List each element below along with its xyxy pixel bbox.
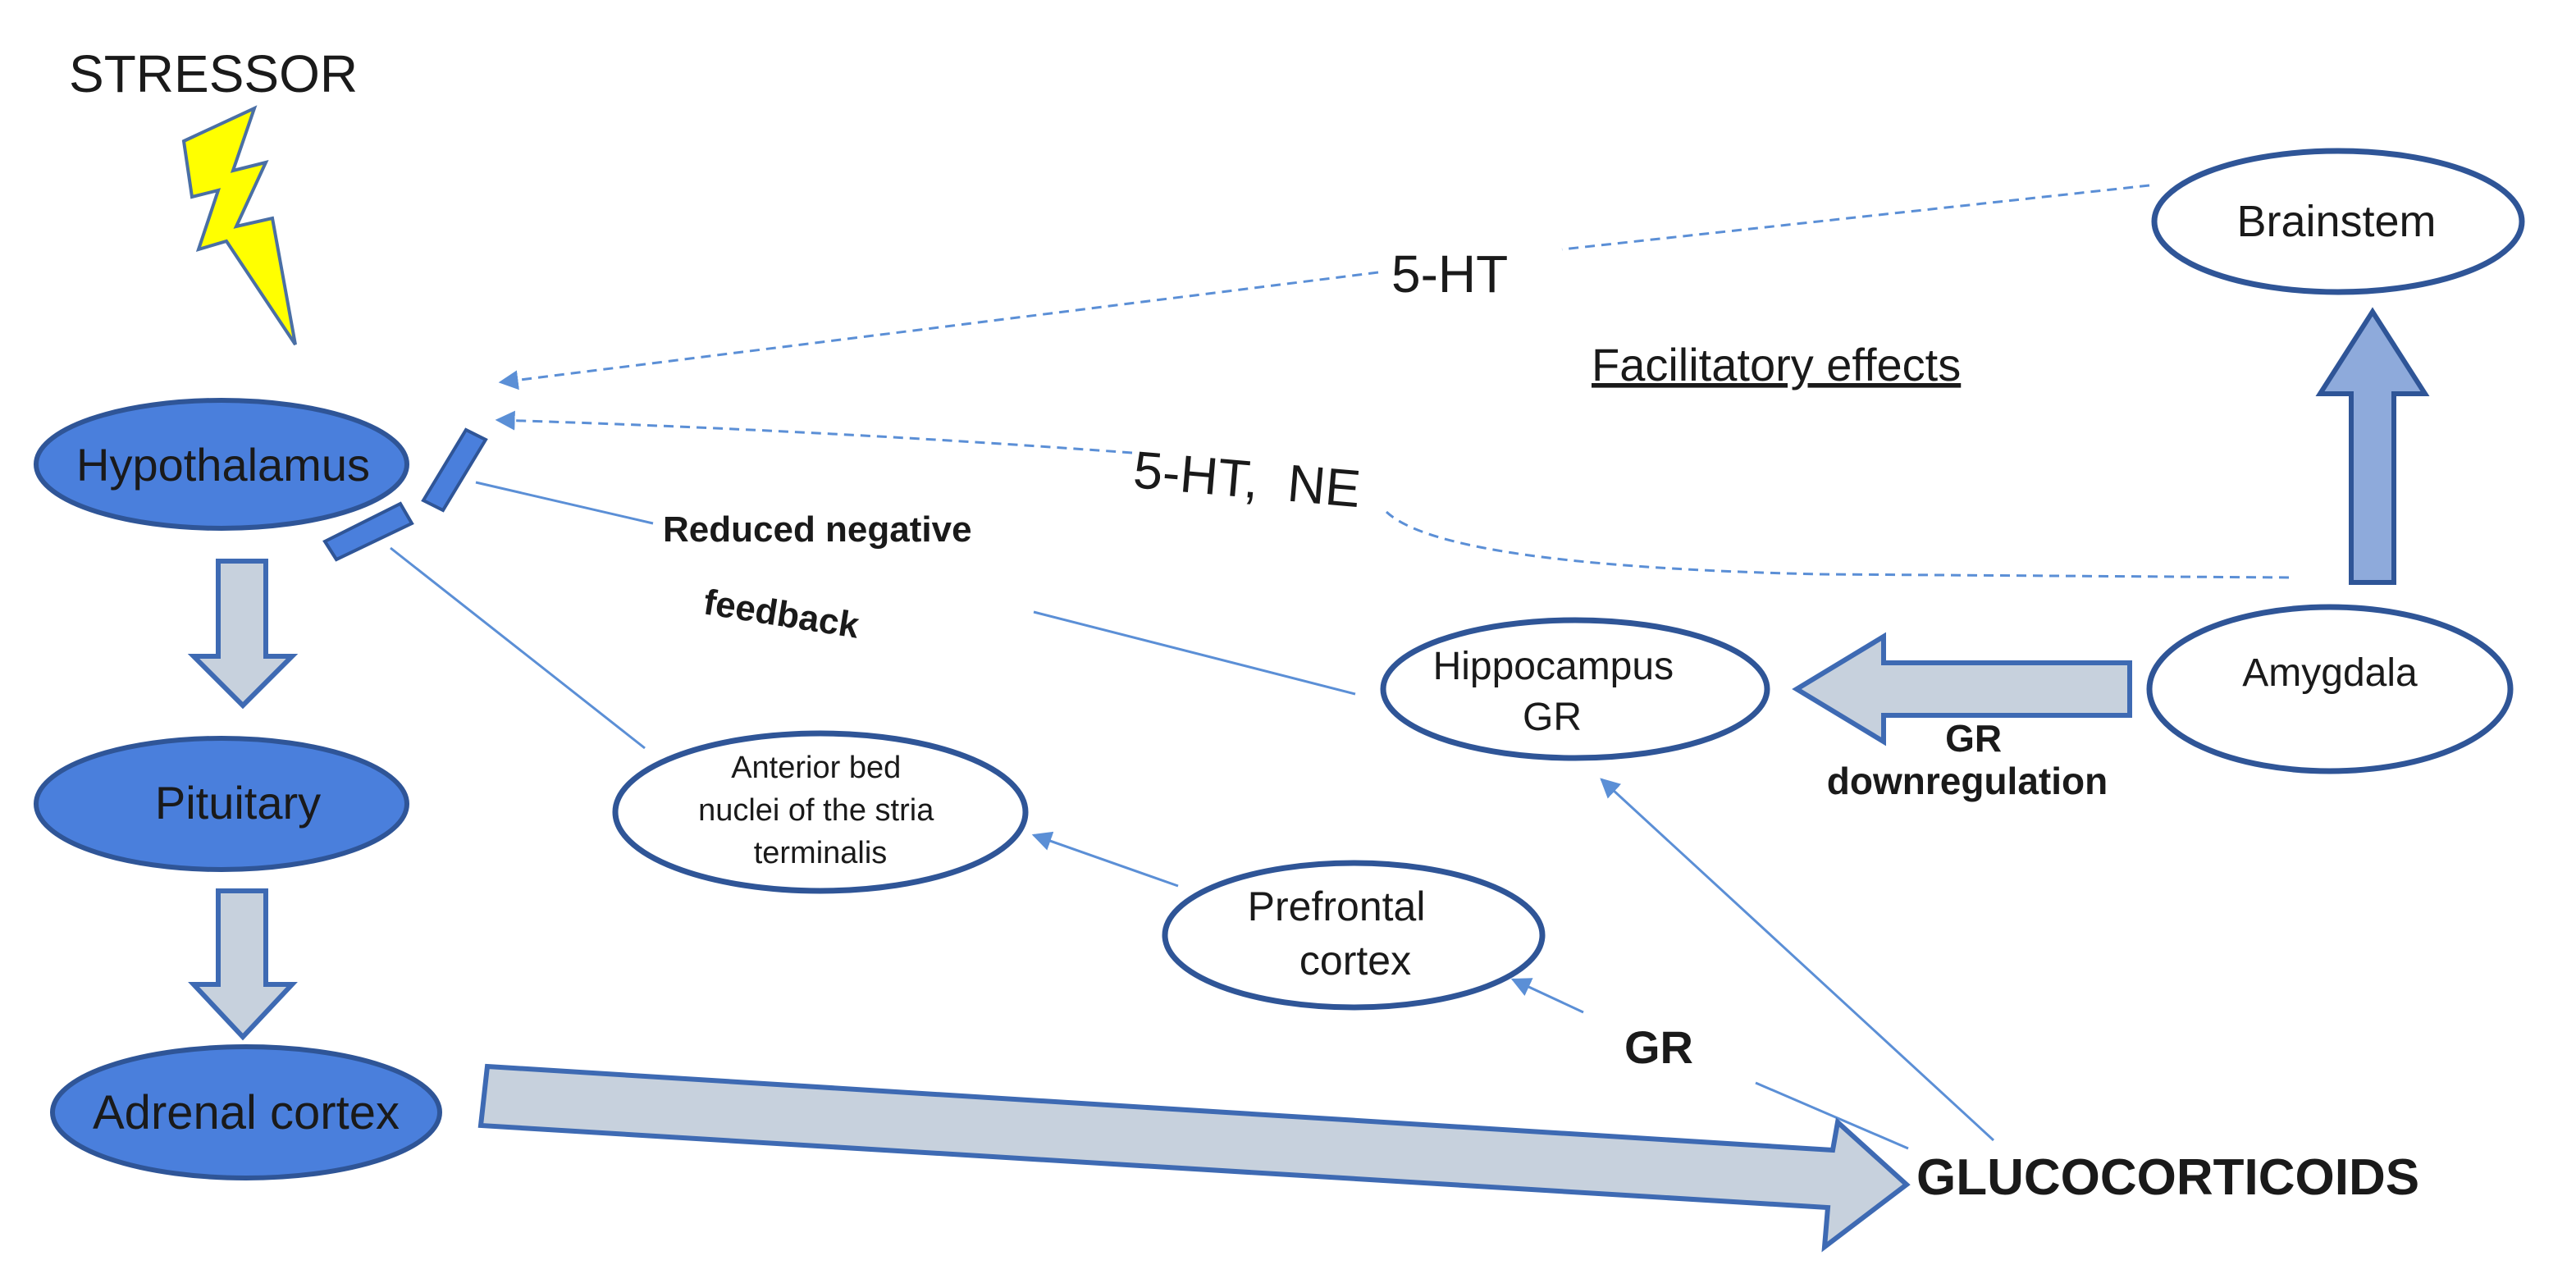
gr-downregulation-line-1: GR [1945, 717, 2002, 760]
anterior-bed-nuclei-label: Anterior bed nuclei of the stria termina… [698, 751, 943, 870]
glucocorticoids-to-prefrontal-line [1755, 1081, 1909, 1150]
hippocampus-feedback-line-right [1033, 610, 1356, 696]
hypothalamus-to-pituitary-arrow [187, 559, 299, 710]
prefrontal-to-bed-nuclei-arrow [1031, 831, 1179, 888]
prefrontal-cortex-label: Prefrontal cortex [1248, 883, 1437, 984]
gr-downregulation-label: GR downregulation [1827, 717, 2108, 802]
adrenal-cortex-node [50, 1044, 442, 1180]
serotonin-label: 5-HT [1391, 244, 1508, 304]
amygdala-to-hippocampus-arrow [1792, 632, 2132, 747]
pituitary-to-adrenal-arrow [188, 888, 298, 1041]
facilitatory-effects-label: Facilitatory effects [1592, 339, 1961, 390]
brainstem-5ht-dashed-line [1561, 184, 2150, 251]
amygdala-5ht-ne-dashed-line [1385, 510, 2290, 579]
pituitary-node [34, 736, 409, 872]
gr-label: GR [1624, 1021, 1693, 1073]
glucocorticoids-to-prefrontal-arrow [1510, 978, 1584, 1014]
hippocampus-line-2: GR [1523, 696, 1582, 739]
brainstem-label: Brainstem [2236, 197, 2436, 246]
anterior-bed-nuclei-node [612, 730, 1029, 894]
bed-nuclei-feedback-line [390, 546, 646, 750]
hippocampus-node [1380, 617, 1770, 761]
hypothalamus-inhibition-bar-lower [322, 501, 414, 562]
adrenal-to-glucocorticoids-arrow [477, 1063, 1911, 1253]
lightning-bolt-icon [181, 105, 297, 346]
amygdala-label: Amygdala [2242, 651, 2418, 695]
serotonin-norepinephrine-label: 5-HT, NE [1131, 440, 1363, 518]
amygdala-5ht-ne-dashed-arrow [495, 410, 1133, 454]
amygdala-to-brainstem-arrow [2315, 307, 2430, 585]
pituitary-label: Pituitary [155, 777, 321, 829]
anterior-bed-nuclei-line-3: terminalis [754, 836, 888, 870]
anterior-bed-nuclei-line-2: nuclei of the stria [698, 793, 934, 828]
prefrontal-cortex-node [1162, 860, 1546, 1011]
glucocorticoids-label: GLUCOCORTICOIDS [1916, 1149, 2419, 1206]
dashed-connectors [495, 184, 2290, 579]
brainstem-node [2151, 148, 2525, 295]
amygdala-node [2146, 604, 2514, 774]
hypothalamus-inhibition-bar-upper [421, 427, 488, 513]
reduced-negative-feedback-label-line-2: feedback [701, 582, 862, 646]
hippocampus-line-1: Hippocampus [1433, 645, 1674, 688]
brainstem-5ht-dashed-arrow [498, 271, 1379, 390]
hypothalamus-label: Hypothalamus [76, 439, 370, 491]
prefrontal-cortex-line-2: cortex [1299, 938, 1411, 984]
reduced-negative-feedback-label: Reduced negative [663, 509, 972, 550]
solid-connectors [390, 481, 1995, 1150]
prefrontal-cortex-line-1: Prefrontal [1248, 883, 1426, 929]
glucocorticoids-to-hippocampus-arrow [1600, 778, 1995, 1142]
adrenal-cortex-label: Adrenal cortex [93, 1086, 400, 1139]
reduced-negative-feedback-line-1: Reduced negative [663, 509, 972, 550]
hippocampus-feedback-line-left [475, 481, 654, 525]
hippocampus-label: Hippocampus GR [1433, 645, 1685, 739]
gr-downregulation-line-2: downregulation [1827, 760, 2108, 802]
anterior-bed-nuclei-line-1: Anterior bed [731, 751, 901, 785]
stressor-label: STRESSOR [69, 44, 358, 103]
hypothalamus-node [34, 398, 409, 531]
